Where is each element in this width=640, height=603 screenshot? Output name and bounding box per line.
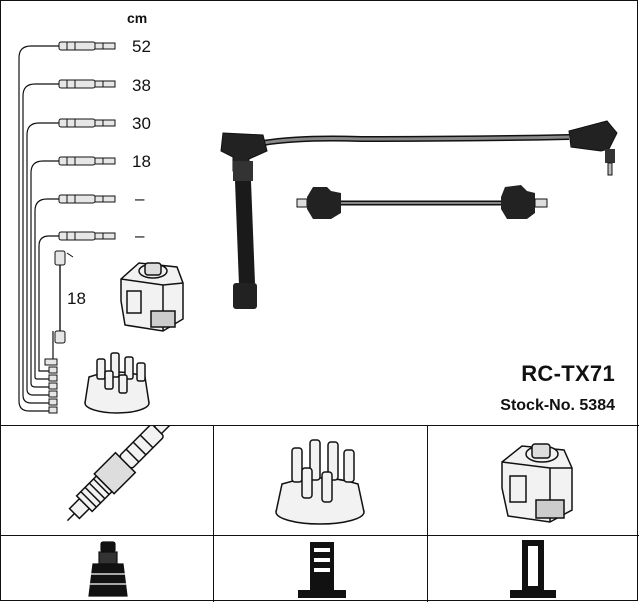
wire-length-6: – xyxy=(135,226,145,245)
unit-label: cm xyxy=(127,10,148,26)
wire-terminal-icon xyxy=(58,118,116,128)
wire-terminal-icon xyxy=(58,231,116,241)
coil-lead-icon xyxy=(296,185,548,219)
coil-wire-icon xyxy=(54,250,74,344)
model-number: RC-TX71 xyxy=(521,361,615,386)
spark-plug-terminal-icon xyxy=(88,541,128,597)
wire-length-3: 30 xyxy=(132,114,151,133)
cable-set-drawing xyxy=(18,41,618,414)
ignition-coil-cell xyxy=(428,426,639,535)
distributor-terminal-icon xyxy=(298,542,346,598)
stock-number: 5384 xyxy=(579,397,615,414)
wire-length-4: 18 xyxy=(132,152,151,171)
wire-terminal-icon xyxy=(58,156,116,166)
terminal-row xyxy=(1,535,639,602)
wire-terminal-icons xyxy=(58,41,116,241)
bundle-end-connectors xyxy=(44,358,58,414)
spark-plug-icon xyxy=(66,426,173,522)
ignition-coil-icon xyxy=(501,443,573,523)
coil-terminal-cell xyxy=(428,536,639,602)
distributor-cap-icon xyxy=(84,352,150,414)
coil-terminal-icon xyxy=(510,540,556,598)
stock-label: Stock-No. xyxy=(500,397,575,414)
spark-plug-cell xyxy=(1,426,214,535)
distributor-cap-cell xyxy=(214,426,428,535)
wire-length-1: 52 xyxy=(132,37,151,56)
ignition-coil-icon xyxy=(120,262,184,332)
wire-terminal-icon xyxy=(58,79,116,89)
wire-bundle-icon xyxy=(18,45,59,412)
distributor-cap-icon xyxy=(275,439,365,525)
stock-number-line: Stock-No. 5384 xyxy=(500,397,615,415)
spark-plug-terminal-cell xyxy=(1,536,214,602)
wire-terminal-icon xyxy=(58,41,116,51)
distributor-terminal-cell xyxy=(214,536,428,602)
long-spark-plug-lead-icon xyxy=(220,120,618,309)
component-row xyxy=(1,425,639,535)
wire-terminal-icon xyxy=(58,194,116,204)
cable-set-panel: cm 52 38 30 18 – – 18 xyxy=(1,1,639,425)
coil-wire-length: 18 xyxy=(67,289,86,308)
wire-length-5: – xyxy=(135,189,145,208)
wire-length-2: 38 xyxy=(132,76,151,95)
